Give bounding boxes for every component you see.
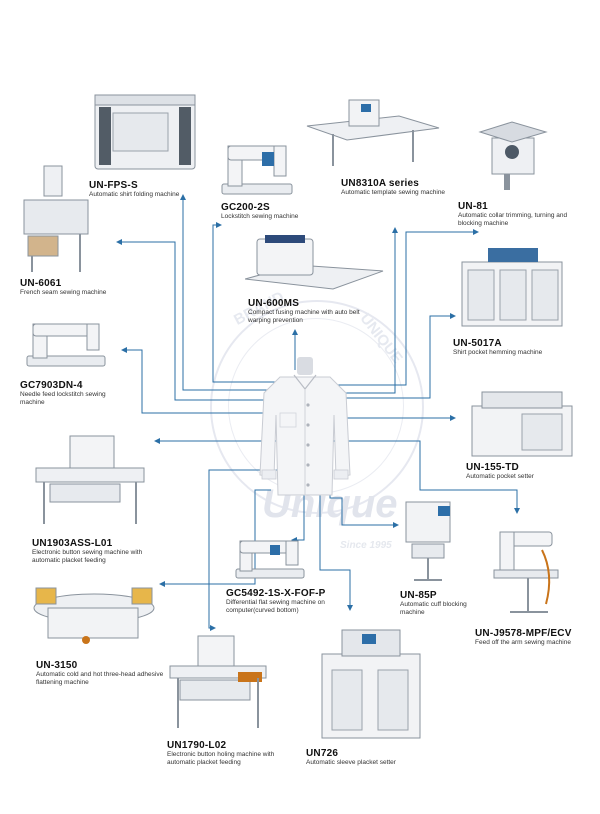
- model-label: UN1903ASS-L01: [32, 538, 113, 549]
- sleeve-placket-setter-image: [321, 629, 421, 739]
- model-description: Electronic button sewing machine with au…: [32, 549, 143, 564]
- model-label: UN-85P: [400, 590, 437, 601]
- arrow-to-un-81: [308, 229, 479, 386]
- model-description: Automatic collar trimming, turning and b…: [458, 212, 568, 227]
- model-label: UN-155-TD: [466, 462, 519, 473]
- model-description: Electronic button holing machine with au…: [167, 751, 275, 766]
- product-un-j9578: UN-J9578-MPF/ECV Feed off the arm sewing…: [475, 628, 600, 647]
- feed-off-arm-machine-image: [493, 531, 559, 613]
- product-un-85p: UN-85P Automatic cuff blocking machine: [400, 590, 490, 616]
- arrow-to-gc7903dn-4: [121, 347, 280, 414]
- model-description: French seam sewing machine: [20, 289, 107, 296]
- model-label: UN-81: [458, 201, 488, 212]
- shirt-folding-machine-image: [94, 94, 196, 170]
- product-un8310a: UN8310A series Automatic template sewing…: [341, 178, 446, 197]
- model-description: Automatic sleeve placket setter: [306, 759, 396, 766]
- arrow-to-un-5017a: [310, 313, 456, 399]
- product-un-5017a: UN-5017A Shirt pocket hemming machine: [453, 338, 573, 357]
- model-label: UN-600MS: [248, 298, 300, 309]
- product-un-3150: UN-3150 Automatic cold and hot three-hea…: [36, 660, 166, 686]
- product-gc200-2s: GC200-2S Lockstitch sewing machine: [221, 202, 321, 221]
- watermark-tagline: Since 1995: [340, 540, 392, 551]
- brand-watermark-ring: [210, 300, 424, 514]
- model-description: Compact fusing machine with auto belt wa…: [248, 309, 360, 324]
- arrow-to-gc200-2s: [212, 222, 290, 383]
- model-label: UN1790-L02: [167, 740, 227, 751]
- arrow-to-un-3150: [159, 489, 271, 587]
- collar-trimming-machine-image: [478, 121, 548, 190]
- cuff-blocking-machine-image: [405, 501, 451, 581]
- product-un1790-l02: UN1790-L02 Electronic button holing mach…: [167, 740, 297, 766]
- needle-feed-machine-image: [26, 323, 106, 367]
- model-description: Automatic cold and hot three-head adhesi…: [36, 671, 164, 686]
- model-label: UN8310A series: [341, 178, 420, 189]
- fusing-machine-image: [245, 235, 384, 290]
- model-description: Differential flat sewing machine on comp…: [226, 599, 325, 614]
- shirt-mannequin: [259, 357, 351, 496]
- model-description: Shirt pocket hemming machine: [453, 349, 543, 356]
- french-seam-machine-image: [23, 165, 89, 272]
- template-sewing-machine-image: [306, 99, 440, 166]
- lockstitch-machine-image: [221, 145, 293, 195]
- model-label: GC5492-1S-X-FOF-P: [226, 588, 326, 599]
- arrow-to-un-j9578: [322, 440, 520, 514]
- model-label: GC200-2S: [221, 202, 270, 213]
- button-holing-machine-image: [169, 635, 267, 728]
- model-description: Needle feed lockstitch sewing machine: [20, 391, 106, 406]
- model-label: UN-FPS-S: [89, 180, 138, 191]
- model-label: UN-J9578-MPF/ECV: [475, 628, 572, 639]
- product-gc7903dn-4: GC7903DN-4 Needle feed lockstitch sewing…: [20, 380, 130, 406]
- arrow-to-gc5492: [291, 476, 305, 543]
- product-un1903ass-l01: UN1903ASS-L01 Electronic button sewing m…: [32, 538, 162, 564]
- pocket-hemming-machine-image: [461, 248, 563, 327]
- model-label: UN726: [306, 748, 339, 759]
- model-description: Automatic shirt folding machine: [89, 191, 180, 198]
- product-un-fps-s: UN-FPS-S Automatic shirt folding machine: [89, 180, 209, 199]
- arrow-to-un1790: [208, 469, 279, 631]
- arrow-to-un-fps-s: [180, 194, 285, 391]
- product-un726: UN726 Automatic sleeve placket setter: [306, 748, 431, 767]
- model-description: Automatic template sewing machine: [341, 189, 446, 196]
- pocket-setter-image: [471, 391, 573, 457]
- adhesive-flattening-machine-image: [33, 587, 155, 644]
- model-description: Automatic pocket setter: [466, 473, 534, 480]
- arrow-to-un-6061: [116, 239, 283, 401]
- model-label: GC7903DN-4: [20, 380, 83, 391]
- product-un-81: UN-81 Automatic collar trimming, turning…: [458, 201, 588, 227]
- model-label: UN-6061: [20, 278, 62, 289]
- product-un-600ms: UN-600MS Compact fusing machine with aut…: [248, 298, 378, 324]
- model-description: Automatic cuff blocking machine: [400, 601, 467, 616]
- button-sewing-machine-image: [35, 435, 145, 524]
- product-un-6061: UN-6061 French seam sewing machine: [20, 278, 130, 297]
- model-label: UN-3150: [36, 660, 78, 671]
- product-un-155-td: UN-155-TD Automatic pocket setter: [466, 462, 576, 481]
- product-gc5492: GC5492-1S-X-FOF-P Differential flat sewi…: [226, 588, 366, 614]
- model-description: Feed off the arm sewing machine: [475, 639, 571, 646]
- model-description: Lockstitch sewing machine: [221, 213, 299, 220]
- model-label: UN-5017A: [453, 338, 502, 349]
- flat-sewing-machine-image: [235, 540, 305, 579]
